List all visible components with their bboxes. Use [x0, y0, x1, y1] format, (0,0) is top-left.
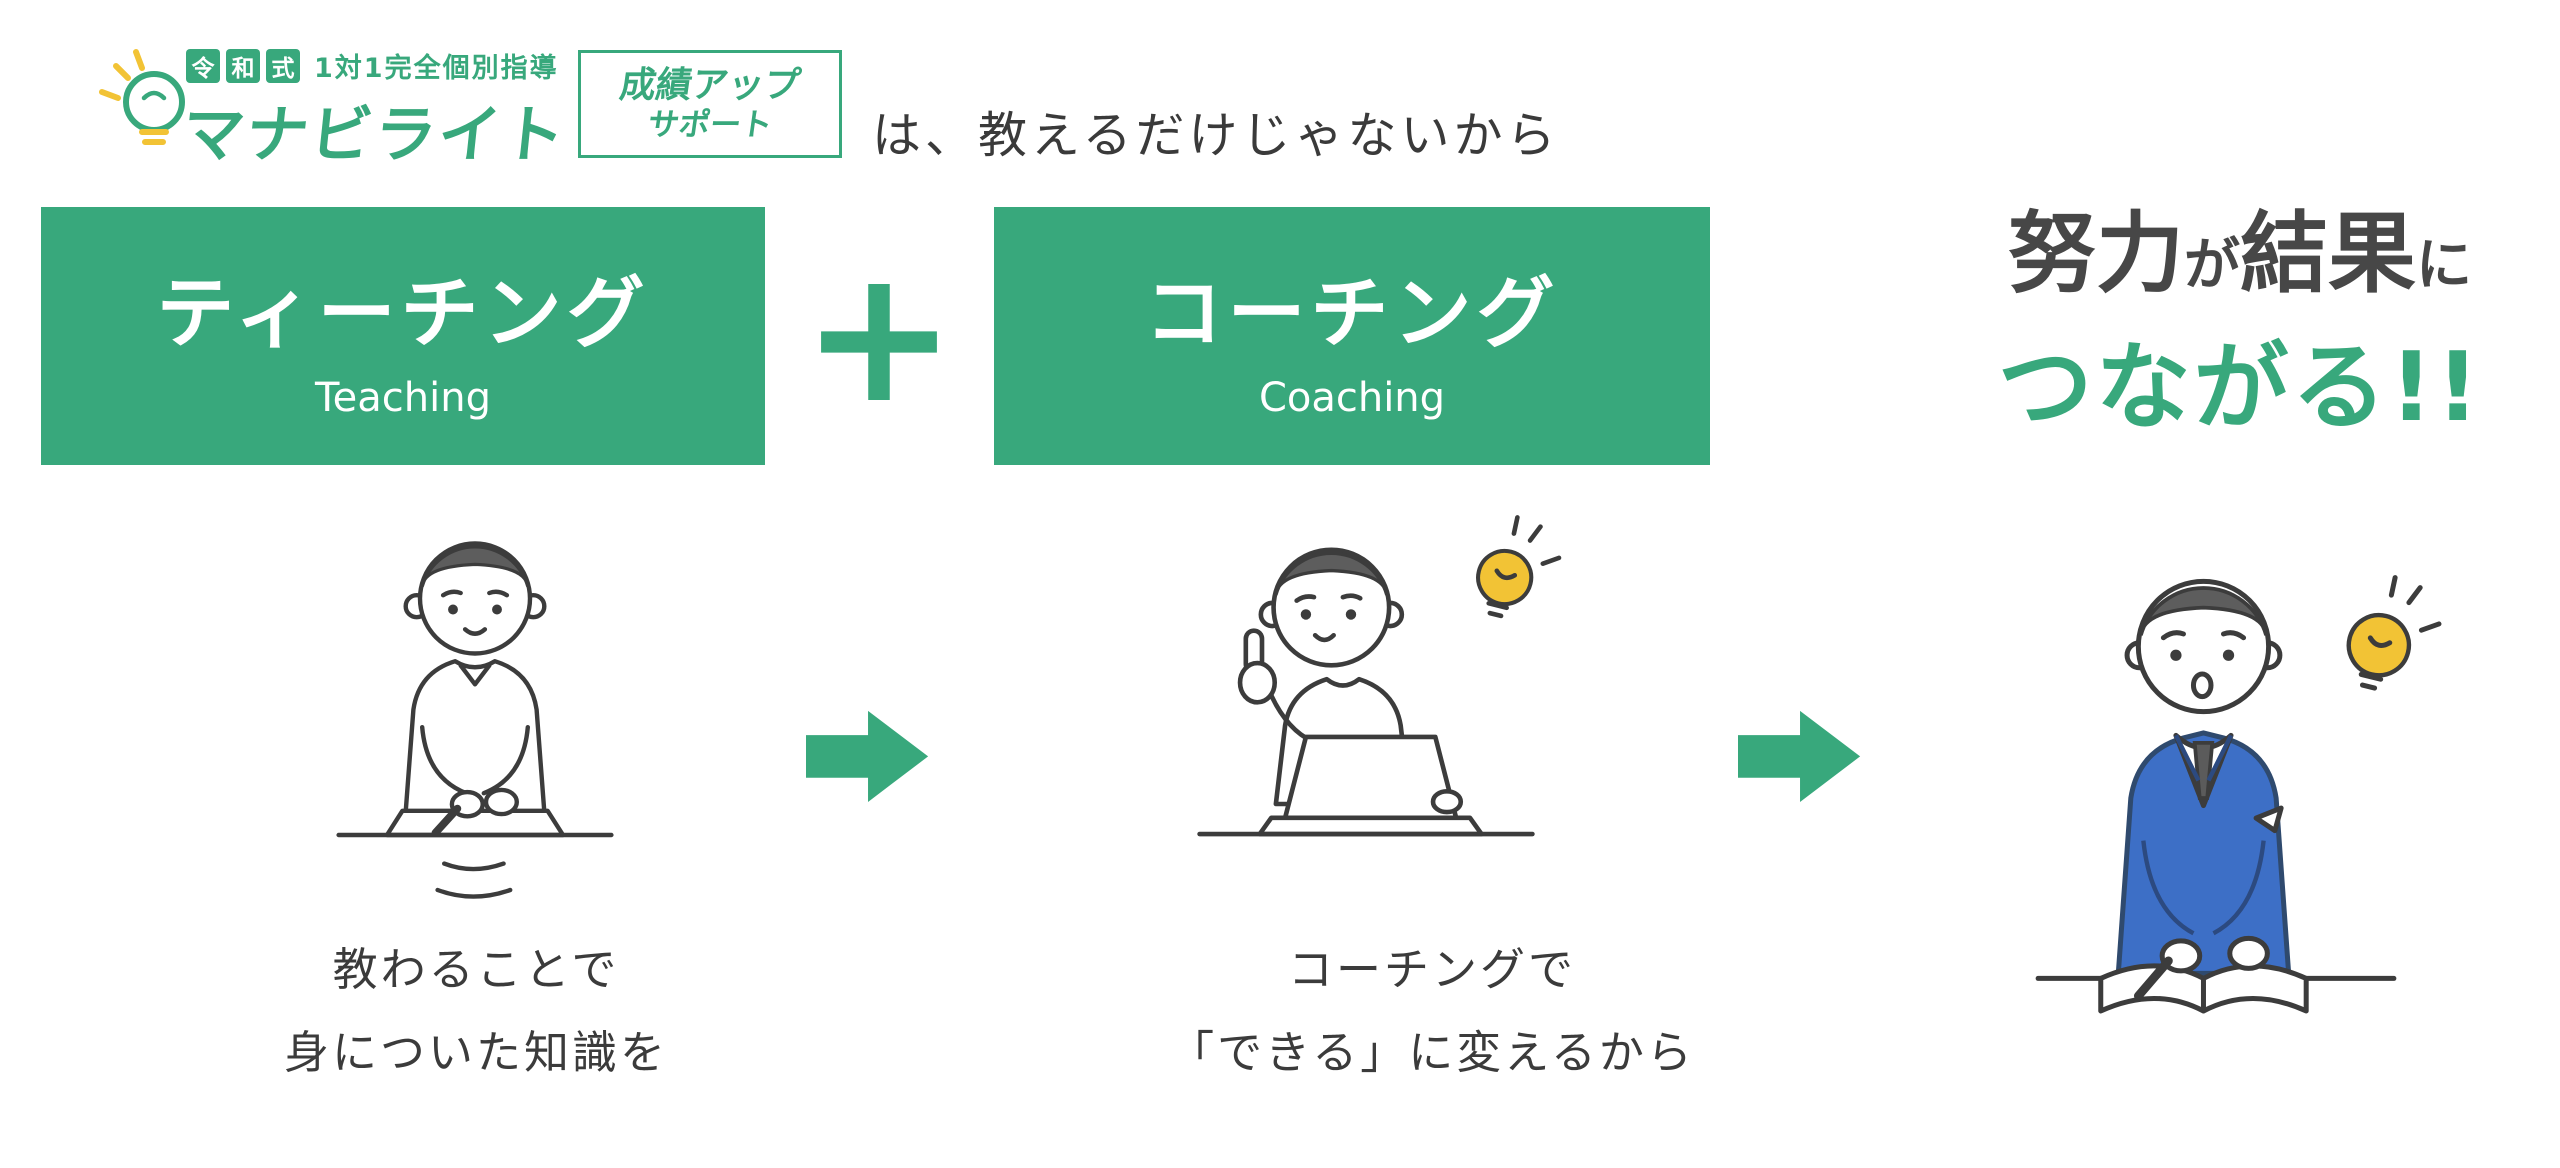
support-box-line2: サポート	[645, 107, 775, 143]
arrow-right-icon	[806, 710, 929, 802]
plus-icon: +	[801, 228, 957, 444]
coaching-box-title: コーチング	[1144, 269, 1560, 359]
result-headline: 努力が結果に つながる!!	[1950, 205, 2530, 448]
support-box: 成績アップ サポート	[578, 50, 842, 158]
teaching-caption: 教わることで 身についた知識を	[176, 928, 776, 1095]
result-outcome: 結果	[2240, 202, 2417, 305]
teaching-caption-line2: 身についた知識を	[283, 1026, 668, 1080]
arrow-right-icon	[1738, 710, 1861, 802]
badge-char: 令	[186, 48, 220, 83]
teaching-box-title: ティーチング	[156, 269, 650, 359]
badge-char: 和	[226, 48, 260, 83]
coaching-box-subtitle: Coaching	[1258, 375, 1446, 421]
teaching-box: ティーチング Teaching	[41, 207, 765, 465]
teaching-illustration	[336, 541, 614, 899]
pen	[2133, 956, 2173, 1001]
result-headline-line2: つながる!!	[1997, 332, 2483, 443]
result-headline-line1: 努力が結果に	[1950, 205, 2530, 303]
coaching-caption-line1: コーチングで	[1287, 943, 1576, 996]
laptop-base	[1257, 815, 1484, 837]
coaching-box: コーチング Coaching	[994, 207, 1710, 465]
tie	[2192, 741, 2215, 800]
lightbulb-logo-icon	[99, 49, 185, 145]
result-particle-ga: が	[2184, 233, 2240, 298]
hair	[2138, 586, 2268, 636]
coaching-caption: コーチングで 「できる」に変えるから	[1112, 928, 1752, 1095]
teaching-caption-line1: 教わることで	[332, 943, 620, 996]
result-illustration	[2035, 575, 2442, 1014]
result-effort: 努力	[2007, 202, 2184, 305]
pen	[431, 804, 462, 837]
idea-lightbulb-icon	[1476, 548, 1534, 619]
headline-suffix: は、教えるだけじゃないから	[872, 107, 1560, 164]
hair	[1274, 551, 1389, 596]
brand-tagline-row: 令 和 式 1対1完全個別指導	[186, 46, 559, 85]
coaching-illustration	[1197, 515, 1562, 837]
shirt	[402, 659, 548, 829]
laptop-screen	[1282, 734, 1459, 821]
support-box-line1: 成績アップ	[617, 64, 803, 106]
hair	[420, 545, 530, 587]
blazer	[2115, 730, 2292, 976]
badge-char: 式	[266, 48, 300, 83]
brand-tagline: 1対1完全個別指導	[314, 53, 559, 84]
teaching-box-subtitle: Teaching	[315, 375, 491, 421]
surprised-mouth	[2190, 671, 2214, 700]
coaching-caption-line2: 「できる」に変えるから	[1169, 1026, 1695, 1080]
result-particle-ni: に	[2416, 233, 2473, 298]
brand-name: マナビライト	[178, 98, 571, 171]
idea-lightbulb-icon	[2346, 612, 2412, 691]
pocket-square	[2253, 805, 2284, 834]
